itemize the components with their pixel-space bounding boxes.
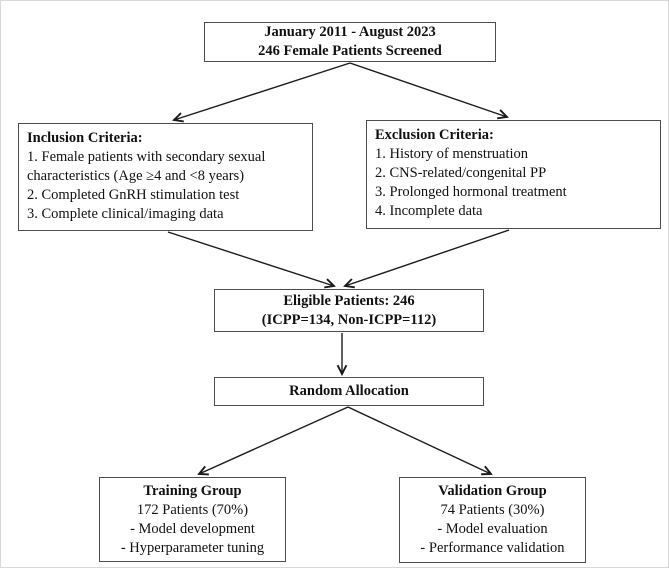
random-allocation-box: Random Allocation — [214, 377, 484, 406]
arrow-inclusion-to-eligible — [167, 231, 334, 286]
exclusion-item: 2. CNS-related/congenital PP — [375, 165, 547, 181]
validation-group-box: Validation Group 74 Patients (30%) - Mod… — [399, 477, 586, 563]
exclusion-item: 4. Incomplete data — [375, 203, 483, 219]
inclusion-criteria-box: Inclusion Criteria: 1. Female patients w… — [18, 123, 313, 231]
validation-item: - Performance validation — [420, 540, 565, 556]
inclusion-item: 3. Complete clinical/imaging data — [27, 206, 224, 222]
validation-item: - Model evaluation — [437, 521, 548, 537]
screening-count: 246 Female Patients Screened — [258, 43, 442, 59]
inclusion-title: Inclusion Criteria: — [27, 130, 143, 146]
validation-title: Validation Group — [438, 483, 547, 499]
training-title: Training Group — [143, 482, 242, 499]
training-item: - Model development — [130, 520, 255, 537]
exclusion-item: 1. History of menstruation — [375, 146, 529, 162]
eligible-count: Eligible Patients: 246 — [283, 292, 415, 309]
training-item: - Hyperparameter tuning — [120, 539, 265, 556]
training-group-box: Training Group 172 Patients (70%) - Mode… — [99, 477, 286, 562]
inclusion-item: characteristics (Age ≥4 and <8 years) — [27, 168, 245, 184]
arrow-random-to-training — [199, 406, 349, 474]
eligible-breakdown: (ICPP=134, Non-ICPP=112) — [261, 311, 437, 328]
arrow-random-to-validation — [347, 406, 491, 474]
arrow-screening-to-inclusion — [174, 62, 351, 120]
arrow-screening-to-exclusion — [349, 62, 507, 117]
inclusion-item: 2. Completed GnRH stimulation test — [27, 187, 240, 203]
exclusion-title: Exclusion Criteria: — [375, 127, 494, 143]
exclusion-criteria-box: Exclusion Criteria: 1. History of menstr… — [366, 120, 661, 229]
inclusion-item: 1. Female patients with secondary sexual — [27, 149, 266, 165]
arrow-exclusion-to-eligible — [345, 229, 510, 286]
training-count: 172 Patients (70%) — [136, 501, 249, 518]
random-allocation-label: Random Allocation — [289, 383, 409, 399]
validation-count: 74 Patients (30%) — [440, 502, 545, 518]
screening-period: January 2011 - August 2023 — [264, 24, 436, 40]
screening-box: January 2011 - August 2023 246 Female Pa… — [204, 22, 496, 62]
exclusion-item: 3. Prolonged hormonal treatment — [375, 184, 567, 200]
eligible-patients-box: Eligible Patients: 246 (ICPP=134, Non-IC… — [214, 289, 484, 332]
